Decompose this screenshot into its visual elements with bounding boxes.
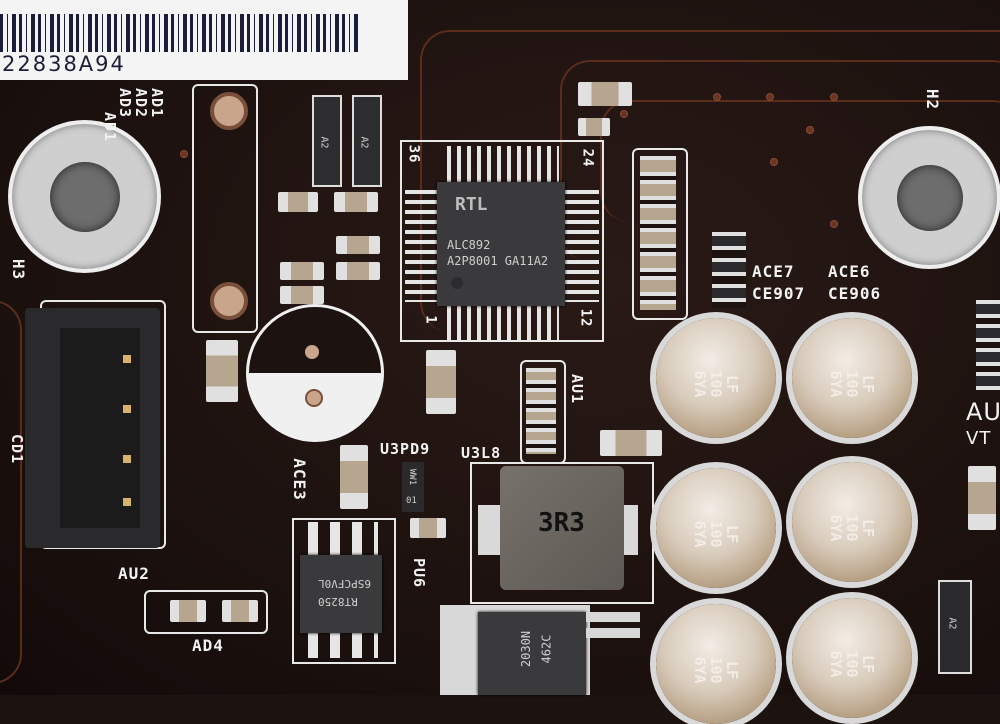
chip-lot: A2P8001 GA11A2 <box>447 254 549 268</box>
pin-label-12: 12 <box>577 308 594 328</box>
chip-pins <box>308 630 378 658</box>
resistor-smd <box>336 262 380 280</box>
trace <box>600 100 1000 222</box>
pin-label-36: 36 <box>405 144 422 164</box>
realtek-logo: RTL <box>455 194 488 215</box>
chip-pins-bottom <box>447 302 559 340</box>
diode-a2: A2 <box>352 95 382 187</box>
label-ad1: AD1 <box>148 88 166 119</box>
mosfet-line1: 2030N <box>519 630 534 668</box>
capacitor-smd <box>206 340 238 402</box>
mosfet-leads <box>586 612 640 642</box>
label-ace6: ACE6 <box>828 262 871 281</box>
chip-pins-top <box>447 146 559 184</box>
capacitor-footprint <box>246 304 384 442</box>
chip-pins-left <box>405 190 439 302</box>
resistor-array <box>976 300 1000 390</box>
mounting-hole-h3 <box>8 120 161 273</box>
chip-pins <box>308 522 378 556</box>
diode <box>170 600 206 622</box>
capacitor-smd <box>578 82 632 106</box>
label-ad2: AD2 <box>132 88 150 119</box>
label-cd1: CD1 <box>8 433 27 465</box>
audio-header-cd1[interactable] <box>25 308 160 548</box>
label-ad4: AD4 <box>192 636 224 655</box>
resistor-smd <box>278 192 318 212</box>
resistor-array <box>640 156 676 310</box>
regulator-model: RT8250 <box>318 595 358 608</box>
capacitor: LF 100 6YA <box>792 598 912 718</box>
capacitor: LF 100 6YA <box>656 604 776 724</box>
audio-codec-chip: RTL ALC892 A2P8001 GA11A2 <box>437 182 565 306</box>
resistor-smd <box>334 192 378 212</box>
serial-number: 22838A94 <box>2 52 126 76</box>
inductor-outline <box>470 462 654 604</box>
barcode <box>0 14 360 52</box>
regulator-chip: 6SPCFV0L RT8250 <box>300 555 382 633</box>
chip-outline <box>400 140 604 342</box>
label-au1: AU1 <box>568 373 587 405</box>
diode-a2: A2 <box>938 580 972 674</box>
through-hole-pad <box>210 92 248 130</box>
label-ace3: ACE3 <box>289 458 309 501</box>
mounting-hole-h2 <box>858 126 1000 269</box>
capacitor: LF 100 6YA <box>656 468 776 588</box>
chip-pins-right <box>565 190 599 302</box>
component-outline <box>144 590 268 634</box>
component-outline <box>632 148 688 320</box>
capacitor: LF 100 6YA <box>792 462 912 582</box>
label-ad1: AD1 <box>101 112 119 143</box>
power-inductor: 3R3 <box>500 466 624 590</box>
trace <box>0 300 22 684</box>
through-hole-pad <box>210 282 248 320</box>
label-u3l8: U3L8 <box>461 444 502 462</box>
regulator-code: 6SPCFV0L <box>318 577 371 590</box>
trace <box>560 60 1000 262</box>
label-h2: H2 <box>923 88 943 111</box>
labels-ad: AD1 <box>101 112 119 172</box>
trace <box>420 30 1000 332</box>
capacitor-smd <box>340 445 368 509</box>
label-ace7: ACE7 <box>752 262 795 281</box>
resistor-smd <box>578 118 610 136</box>
pin-label-1: 1 <box>422 315 439 325</box>
capacitor: LF 100 6YA <box>656 318 776 438</box>
label-ad3: AD3 <box>116 88 134 119</box>
label-ce906: CE906 <box>828 284 882 303</box>
capacitor-smd <box>968 466 996 530</box>
transistor-ww1: WW1 01 <box>402 462 424 512</box>
chip-outline <box>292 518 396 664</box>
label-pu6: PU6 <box>410 557 429 589</box>
resistor-smd <box>280 262 324 280</box>
resistor-smd <box>336 236 380 254</box>
label-h3: H3 <box>9 258 29 281</box>
capacitor-smd <box>600 430 662 456</box>
diode <box>222 600 258 622</box>
diode-a2: A2 <box>312 95 342 187</box>
inductor-value: 3R3 <box>538 508 585 538</box>
label-vt-partial: VT <box>966 428 992 449</box>
capacitor: LF 100 6YA <box>792 318 912 438</box>
mosfet-line2: 462C <box>539 634 554 664</box>
mosfet: 2030N 462C <box>478 612 586 695</box>
diode-outline <box>192 84 258 333</box>
serial-sticker: 22838A94 <box>0 0 408 80</box>
resistor-smd <box>280 286 324 304</box>
capacitor-smd <box>426 350 456 414</box>
resistor-array <box>712 232 746 308</box>
label-au2: AU2 <box>118 564 150 583</box>
chip-model: ALC892 <box>447 238 491 252</box>
pin-label-24: 24 <box>579 148 596 168</box>
capacitor-smd <box>410 518 446 538</box>
label-u3pd9: U3PD9 <box>380 440 431 458</box>
label-ce907: CE907 <box>752 284 806 303</box>
resistor-array <box>526 368 556 454</box>
label-au-partial: AU <box>966 398 1000 426</box>
